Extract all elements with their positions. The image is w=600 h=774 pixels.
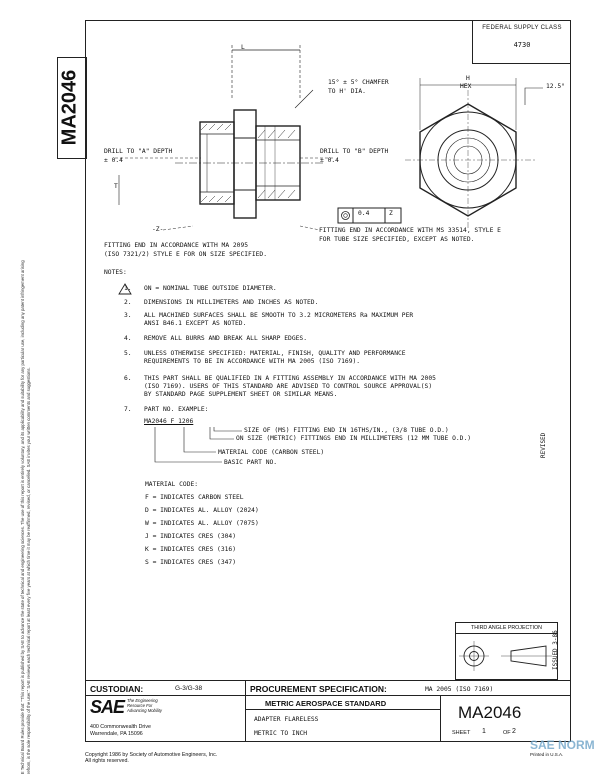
title-block-rule [245, 709, 440, 710]
callout-basic: BASIC PART NO. [224, 459, 278, 466]
title-block-top-rule [85, 680, 571, 681]
revised-label: REVISED [540, 432, 547, 458]
material-item: J = INDICATES CRES (304) [145, 533, 236, 540]
doc-id-vertical: MA2046 [58, 69, 81, 146]
tolerance-value: 0.4 [358, 210, 370, 217]
notes-list: 1. ON = NOMINAL TUBE OUTSIDE DIAMETER. 2… [124, 285, 436, 413]
datum-z-left: -Z- [152, 226, 164, 233]
watermark: SAE NORM [530, 738, 595, 752]
material-item: F = INDICATES CARBON STEEL [145, 494, 244, 501]
drawing-frame [85, 20, 571, 742]
doc-id-box [57, 57, 87, 159]
copyright: Copyright 1986 by Society of Automotive … [85, 752, 218, 765]
fsc-label: FEDERAL SUPPLY CLASS [482, 25, 562, 31]
hex-h: H [466, 75, 470, 82]
fitting-left-note-1: FITTING END IN ACCORDANCE WITH MA 2095 [104, 242, 249, 249]
procurement-label: PROCUREMENT SPECIFICATION: [250, 684, 387, 694]
part-example: MA2046 F 1206 [144, 418, 194, 425]
drill-b-note-1: DRILL TO "B" DEPTH [320, 148, 389, 155]
federal-supply-class: FEDERAL SUPPLY CLASS 4730 [472, 20, 571, 64]
material-title: MATERIAL CODE: [145, 481, 199, 488]
drill-a-note-2: ± 0.4 [104, 157, 123, 164]
fitting-left-note-2: (ISO 7321/2) STYLE E FOR ON SIZE SPECIFI… [104, 251, 268, 258]
hex-label: HEX [460, 83, 472, 90]
doc-id-title-block: MA2046 [458, 703, 522, 722]
dim-l: L [241, 44, 245, 51]
fitting-right-note-2: FOR TUBE SIZE SPECIFIED, EXCEPT AS NOTED… [319, 236, 475, 243]
of-label: OF [503, 730, 511, 736]
angle-label: 12.5° [546, 83, 565, 90]
procurement-value: MA 2005 (ISO 7169) [425, 686, 494, 693]
drill-a-note-1: DRILL TO "A" DEPTH [104, 148, 173, 155]
custodian-label: CUSTODIAN: [90, 684, 144, 694]
sae-logo: SAE [90, 697, 125, 717]
chamfer-note-2: TO H' DIA. [328, 88, 366, 95]
fsc-value: 4730 [513, 41, 531, 49]
notes-title: NOTES: [104, 269, 127, 276]
title-block-divider [440, 695, 441, 742]
projection-title: THIRD ANGLE PROJECTION [456, 625, 557, 634]
part-callout-leaders [154, 427, 242, 463]
material-item: K = INDICATES CRES (316) [145, 546, 236, 553]
sae-tagline: The Engineering Resource For Advancing M… [127, 698, 162, 713]
chamfer-note-1: 15° ± 5° CHAMFER [328, 79, 389, 86]
third-angle-projection: THIRD ANGLE PROJECTION [455, 622, 558, 680]
projection-symbol [459, 641, 552, 671]
sheet-num: 1 [482, 728, 486, 735]
sheet-label: SHEET [452, 730, 471, 736]
drill-b-note-2: ± 0.4 [320, 157, 339, 164]
material-list: F = INDICATES CARBON STEEL D = INDICATES… [145, 494, 345, 574]
tolerance-datum: Z [389, 210, 393, 217]
part-title-1: ADAPTER FLARELESS [254, 716, 319, 723]
callout-size: SIZE OF (MS) FITTING END IN 16THS/IN., (… [244, 427, 449, 434]
material-item: D = INDICATES AL. ALLOY (2024) [145, 507, 259, 514]
material-item: W = INDICATES AL. ALLOY (7075) [145, 520, 259, 527]
printed-label: Printed in U.S.A. [530, 752, 564, 757]
standard-type: METRIC AEROSPACE STANDARD [265, 699, 387, 708]
part-title-2: METRIC TO INCH [254, 730, 308, 737]
callout-material: MATERIAL CODE (CARBON STEEL) [218, 449, 325, 456]
adapter-drawing [115, 45, 543, 231]
title-block-divider [245, 680, 246, 742]
custodian-value: G-3/G-38 [175, 685, 203, 692]
callout-on: ON SIZE (METRIC) FITTINGS END IN MILLIME… [236, 435, 472, 442]
title-block-rule [85, 695, 571, 696]
legal-notice: SAE Technical Board Rules provide that: … [20, 260, 31, 774]
fitting-right-note-1: FITTING END IN ACCORDANCE WITH MS 33514,… [319, 227, 501, 234]
dim-t: T [114, 183, 118, 190]
sae-address: 400 Commonwealth Drive Warrendale, PA 15… [90, 724, 151, 737]
material-item: S = INDICATES CRES (347) [145, 559, 236, 566]
delta-note-icon [118, 283, 132, 295]
sheet-total: 2 [512, 728, 516, 735]
